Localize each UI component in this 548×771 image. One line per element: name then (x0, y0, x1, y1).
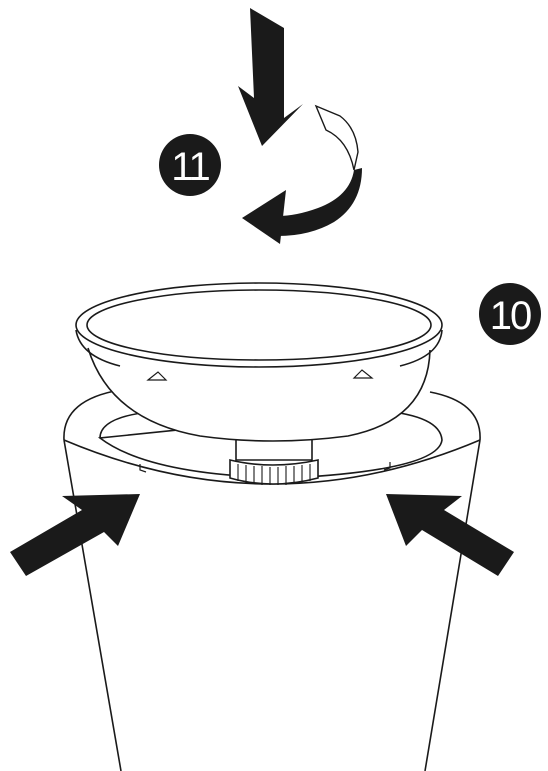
step-badge-11: 11 (159, 134, 221, 196)
rotate-arrowhead (242, 190, 286, 244)
bowl-inner-rim (86, 289, 432, 361)
down-arrow-icon (238, 8, 303, 146)
bowl-body (87, 347, 431, 442)
recess-notch-right (383, 462, 391, 471)
thread-ribs (237, 464, 311, 485)
bowl-tab-right (352, 369, 374, 379)
bowl-rim-lip (75, 329, 443, 367)
rotate-arrow-icon (242, 104, 362, 244)
column-left-wall (63, 439, 122, 771)
column-back-rim (63, 389, 481, 441)
press-arrow-right-icon (386, 494, 514, 576)
connector-neck (235, 438, 313, 461)
step-label-11: 11 (171, 145, 209, 189)
step-badge-10: 10 (479, 283, 541, 345)
ribbon-front (278, 168, 362, 236)
column-right-wall (424, 439, 481, 771)
threaded-connector (229, 438, 319, 485)
recess-notch-left (139, 464, 147, 473)
ribbon-back (314, 104, 359, 171)
connector-thread (229, 458, 319, 485)
bowl (75, 282, 443, 442)
press-arrow-left-icon (10, 494, 140, 576)
step-label-10: 10 (490, 294, 531, 338)
bowl-tab-left (146, 371, 168, 381)
